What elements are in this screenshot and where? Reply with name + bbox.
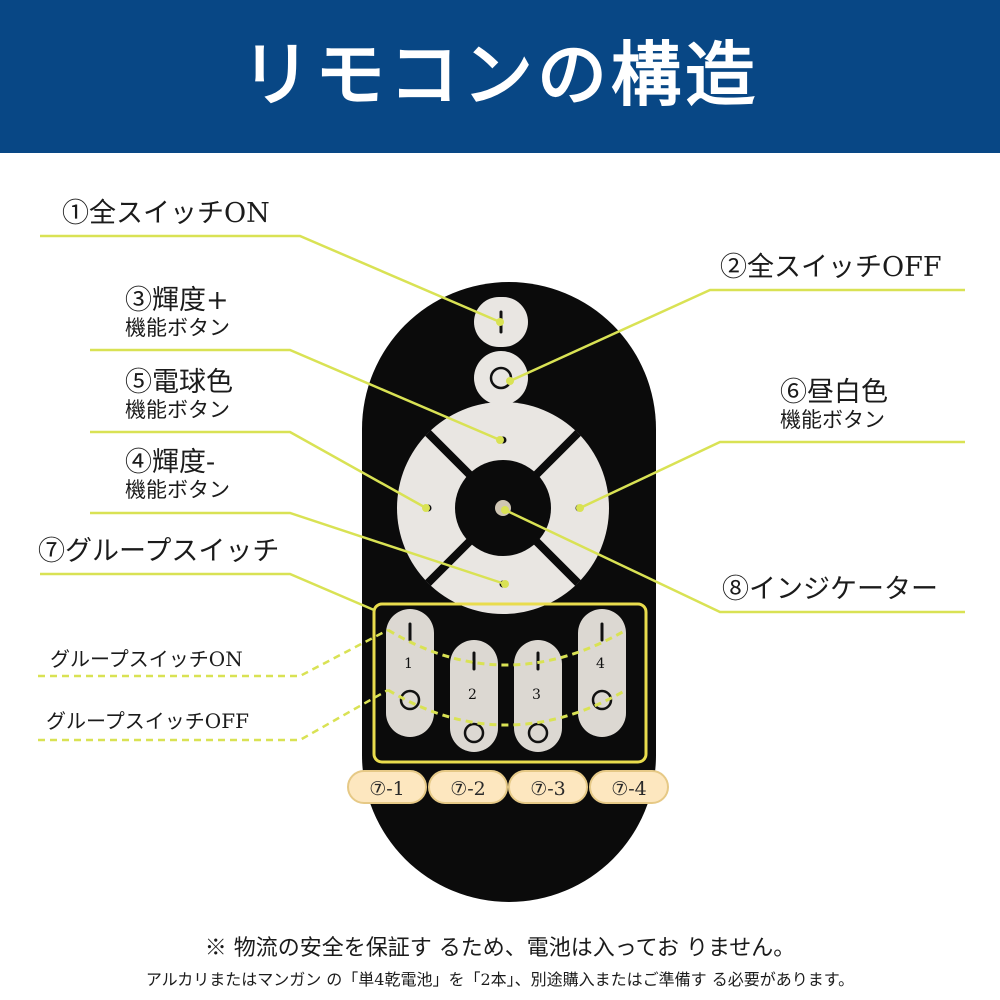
group-off-arc	[387, 688, 627, 727]
label-neutral-white: ⑥昼白色 機能ボタン	[780, 377, 888, 433]
group-button-1	[386, 609, 434, 737]
leader-group-off	[38, 688, 389, 742]
label-warm-color: ⑤電球色 機能ボタン	[125, 367, 233, 423]
leader-4	[90, 511, 506, 586]
leader-7	[40, 572, 375, 612]
label-group-switch: ⑦グループスイッチ	[38, 536, 280, 567]
group-button-2	[450, 640, 498, 752]
group-label-3: ⑦-3	[508, 770, 588, 804]
group-button-4	[578, 609, 626, 737]
label-brightness-up: ③輝度+ 機能ボタン	[125, 285, 230, 341]
group-label-4: ⑦-4	[589, 770, 669, 804]
group-number-4: 4	[596, 656, 605, 672]
leader-1	[40, 234, 501, 324]
leader-3	[90, 348, 501, 442]
group-number-3: 3	[532, 687, 541, 703]
header-banner: リモコンの構造	[0, 0, 1000, 153]
leader-5	[90, 430, 427, 510]
label-all-on: ①全スイッチON	[62, 198, 270, 229]
page-title: リモコンの構造	[241, 34, 759, 116]
group-on-arc	[387, 628, 627, 667]
group-frame	[372, 602, 648, 764]
leader-group-on	[38, 628, 389, 678]
note-line-1: ※ 物流の安全を保証す るため、電池は入ってお りません。	[204, 936, 796, 961]
label-group-off: グループスイッチOFF	[46, 709, 249, 733]
note-line-2: アルカリまたはマンガン の「単4乾電池」を「2本」、別途購入またはご準備す る必…	[145, 970, 855, 989]
label-brightness-down: ④輝度- 機能ボタン	[125, 447, 230, 503]
leader-2	[509, 288, 965, 383]
remote-diagram: 1 2 3 4	[38, 234, 965, 902]
label-all-off: ②全スイッチOFF	[720, 252, 942, 283]
all-off-button	[474, 351, 528, 405]
group-number-2: 2	[468, 687, 477, 703]
label-indicator: ⑧インジケーター	[722, 574, 938, 605]
label-group-on: グループスイッチON	[50, 647, 243, 671]
group-number-1: 1	[404, 656, 413, 672]
group-label-2: ⑦-2	[428, 770, 508, 804]
leader-8	[504, 508, 965, 614]
group-label-1: ⑦-1	[347, 770, 427, 804]
leader-6	[579, 440, 965, 510]
